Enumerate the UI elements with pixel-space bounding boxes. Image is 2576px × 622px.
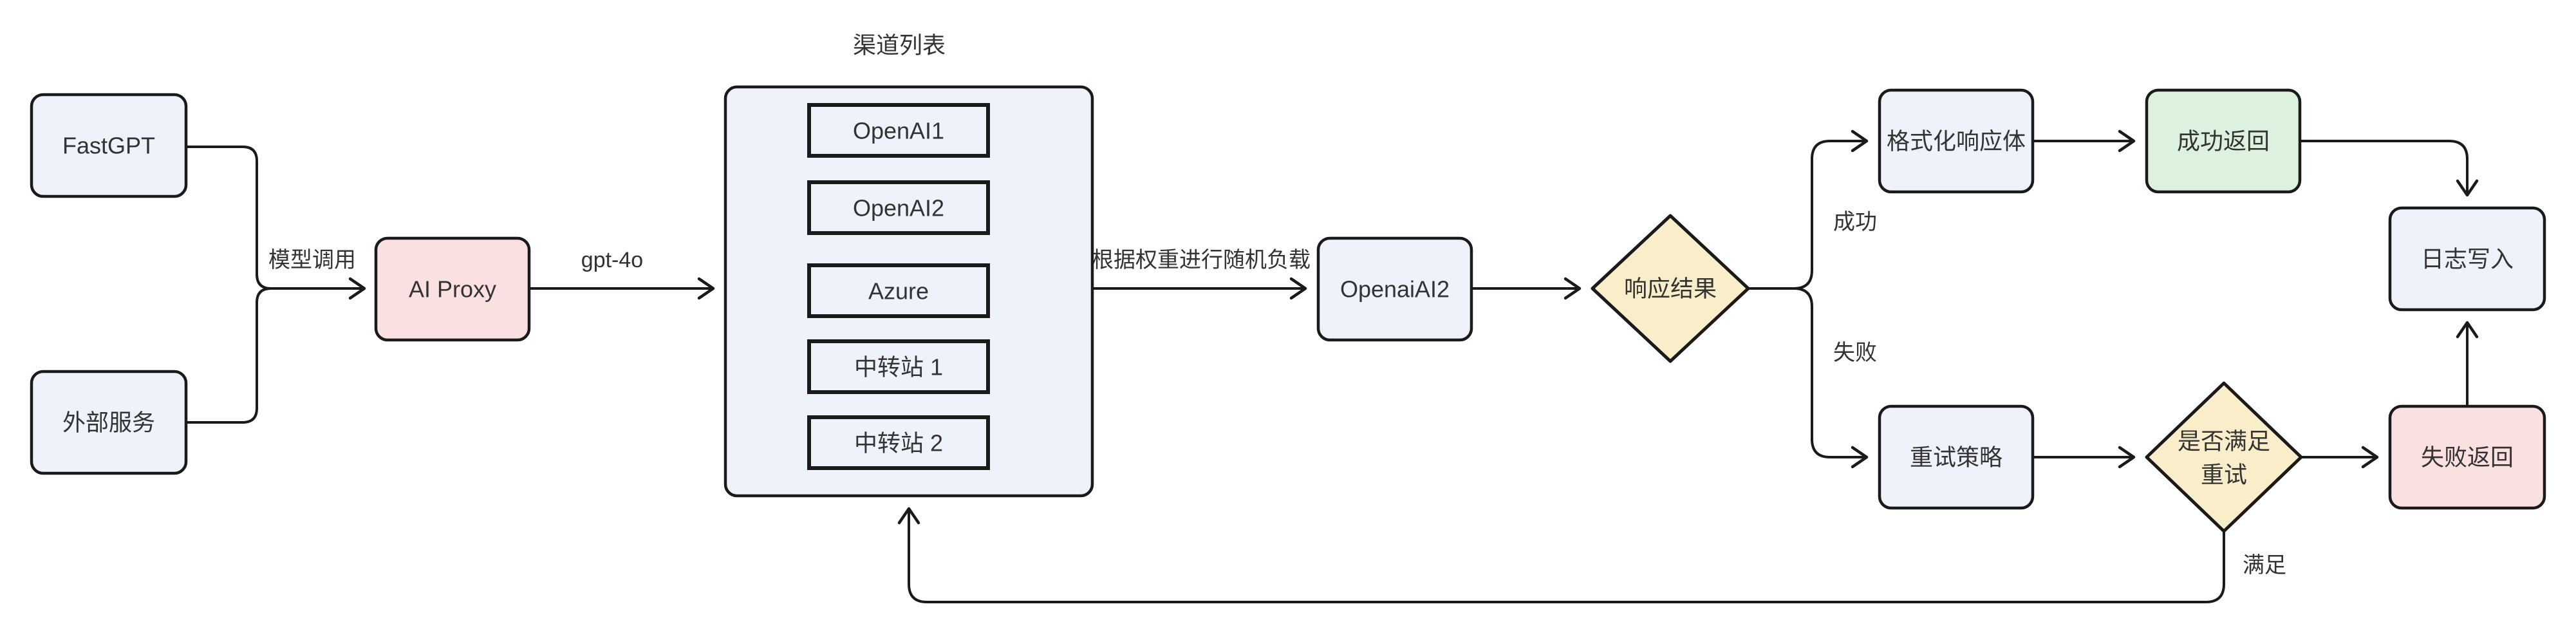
ai-proxy-box [374,236,531,342]
edge-response-format [1748,129,1869,290]
edge-successreturn-logwrite [2300,140,2479,197]
edge-check-channels-loop [897,507,2225,603]
format-response-box [1878,88,2035,194]
retry-strategy-label: 重试策略 [1910,444,2002,471]
fastgpt-box [30,93,188,198]
response-result-label: 响应结果 [1624,276,1717,302]
edge-label-fail: 失败 [1833,341,1877,365]
edge-label-model-call: 模型调用 [268,248,356,272]
node-fail-return: 失败返回 [2388,404,2546,510]
node-openai-ai2: OpenaiAI2 [1316,236,1473,342]
fail-return-label: 失败返回 [2421,444,2514,471]
node-log-write: 日志写入 [2388,206,2546,312]
node-channel-relay2: 中转站 2 [807,415,990,470]
node-fastgpt: FastGPT [30,93,188,198]
retry-strategy-box [1878,404,2035,510]
channel-relay1-box [807,339,990,394]
edge-response-retry [1748,287,1869,469]
fastgpt-label: FastGPT [62,133,155,159]
node-channel-openai1: OpenAI1 [807,103,990,158]
channel-openai1-box [807,103,990,158]
edges [186,129,2479,603]
success-return-label: 成功返回 [2177,128,2270,155]
retry-check-diamond [2145,381,2303,533]
channel-relay2-label: 中转站 2 [854,430,943,457]
external-service-box [30,370,188,475]
edge-label-success: 成功 [1833,210,1877,234]
ai-proxy-label: AI Proxy [409,276,496,303]
retry-check-label-line1: 是否满足 [2178,428,2270,455]
node-channel-openai2: OpenAI2 [807,180,990,235]
edge-fastgpt-merge [186,146,272,290]
response-result-diamond [1591,214,1750,363]
node-retry-check: 是否满足 重试 [2145,381,2303,533]
channel-azure-label: Azure [868,278,929,305]
edge-external-merge [186,287,272,424]
node-format-response: 格式化响应体 [1878,88,2035,194]
channel-openai2-label: OpenAI2 [853,195,944,221]
format-response-label: 格式化响应体 [1887,128,2026,155]
channel-relay2-box [807,415,990,470]
node-response-result: 响应结果 [1591,214,1750,363]
openai-ai2-label: OpenaiAI2 [1340,276,1450,303]
edge-label-model-name: gpt-4o [581,248,643,272]
success-return-box [2145,88,2302,194]
channel-azure-box [807,263,990,318]
channel-openai1-label: OpenAI1 [853,118,944,144]
node-channel-relay1: 中转站 1 [807,339,990,394]
external-service-label: 外部服务 [62,410,155,436]
channel-openai2-box [807,180,990,235]
fail-return-box [2388,404,2546,510]
retry-check-label-line2: 重试 [2201,462,2247,488]
channel-list-title: 渠道列表 [853,32,946,59]
node-success-return: 成功返回 [2145,88,2302,194]
edge-label-weight-load: 根据权重进行随机负载 [1092,248,1311,272]
log-write-box [2388,206,2546,312]
edge-label-satisfied: 满足 [2243,553,2286,578]
channel-relay1-label: 中转站 1 [854,354,943,381]
node-channel-azure: Azure [807,263,990,318]
openai-ai2-box [1316,236,1473,342]
log-write-label: 日志写入 [2421,246,2514,272]
node-retry-strategy: 重试策略 [1878,404,2035,510]
cluster-channel-list: 渠道列表 OpenAI1 OpenAI2 Azure 中转站 1 中转站 2 [723,32,1094,498]
node-ai-proxy: AI Proxy [374,236,531,342]
edge-labels: 模型调用 gpt-4o 根据权重进行随机负载 成功 失败 满足 [268,210,2286,578]
node-external-service: 外部服务 [30,370,188,475]
